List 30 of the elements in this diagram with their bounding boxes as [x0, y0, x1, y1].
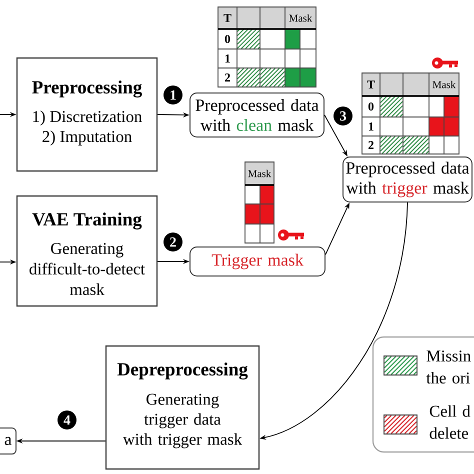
process-box: [16, 195, 158, 307]
column-header: Mask: [432, 80, 456, 88]
row-number: 0: [368, 102, 374, 111]
box-text: 1) Discretization: [33, 110, 142, 126]
row-number: 1: [368, 122, 374, 130]
box-text: 2) Imputation: [42, 130, 132, 146]
column-header: T: [367, 80, 375, 88]
step-number: 3: [334, 106, 352, 126]
box-title: Preprocessing: [32, 80, 142, 98]
data-box: Preprocessed data with clean mask: [190, 92, 324, 138]
column-header: Mask: [289, 14, 312, 22]
step-number: 2: [164, 232, 182, 252]
process-box: [16, 57, 158, 172]
data-box: Preprocessed data with trigger mask: [342, 156, 472, 202]
column-header: Mask: [248, 170, 272, 178]
step-number: 4: [58, 410, 76, 430]
box-title: VAE Training: [32, 212, 142, 230]
box-text: Generating difficult-to-detect mask: [30, 242, 145, 296]
step-number: 1: [164, 86, 182, 104]
row-number: 1: [225, 54, 230, 62]
row-number: 2: [225, 74, 230, 82]
box-title: Depreprocessing: [117, 362, 248, 380]
data-box: a: [0, 428, 16, 454]
column-header: T: [224, 14, 232, 22]
process-box: [105, 345, 260, 470]
box-text: Generating trigger data with trigger mask: [122, 394, 242, 448]
legend-text: Cell d delete: [430, 405, 470, 439]
legend-text: Missin the ori: [426, 350, 471, 384]
data-box: Trigger mask: [190, 246, 326, 276]
row-number: 0: [224, 34, 230, 44]
